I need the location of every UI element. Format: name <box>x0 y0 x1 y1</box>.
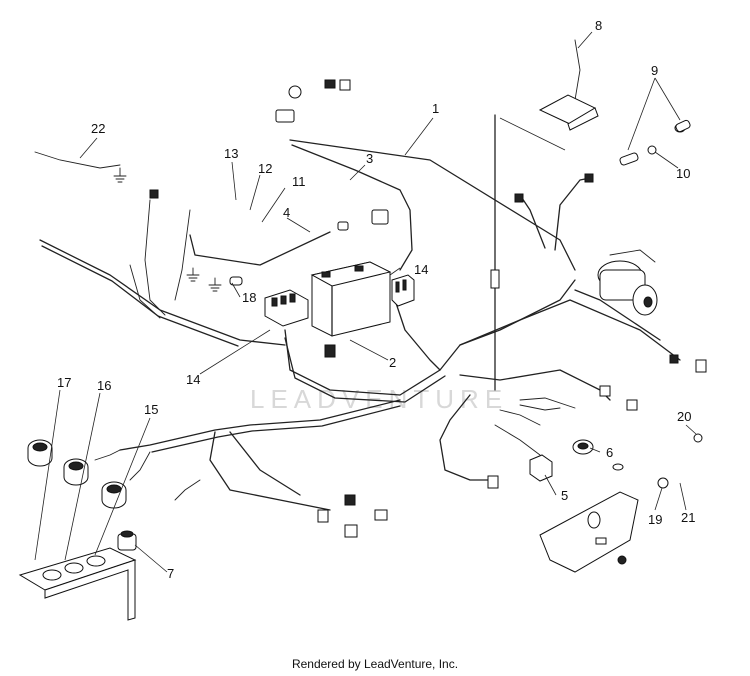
callout-16: 16 <box>97 378 111 393</box>
key-switch <box>117 530 137 551</box>
bulb-socket <box>619 119 691 166</box>
watermark: LEADVENTURE <box>250 384 508 414</box>
solenoid <box>391 274 415 307</box>
ground-symbols <box>113 167 222 292</box>
callout-10: 10 <box>676 166 690 181</box>
fuse-block <box>264 289 309 327</box>
callout-3: 3 <box>366 151 373 166</box>
gauge-oil <box>101 481 127 509</box>
callout-4: 4 <box>283 205 290 220</box>
dash-panel <box>18 547 137 621</box>
callout-labels: 1 2 3 4 5 6 7 8 9 10 11 12 13 14 14 15 1… <box>57 18 695 581</box>
connectors <box>149 79 707 538</box>
battery <box>310 261 392 337</box>
callout-7: 7 <box>167 566 174 581</box>
callout-18: 18 <box>242 290 256 305</box>
callout-9: 9 <box>651 63 658 78</box>
callout-8: 8 <box>595 18 602 33</box>
callout-12: 12 <box>258 161 272 176</box>
callout-1: 1 <box>432 101 439 116</box>
callout-11: 11 <box>292 174 306 189</box>
callout-20: 20 <box>677 409 691 424</box>
main-harness <box>39 139 681 511</box>
callout-17: 17 <box>57 375 71 390</box>
starter-motor <box>597 260 658 316</box>
callout-6: 6 <box>606 445 613 460</box>
callout-2: 2 <box>389 355 396 370</box>
switch-6 <box>572 439 624 471</box>
cable-end <box>490 269 500 289</box>
relay-5 <box>529 454 553 482</box>
callout-15: 15 <box>144 402 158 417</box>
leader-lines <box>34 31 697 573</box>
footer-credit: Rendered by LeadVenture, Inc. <box>291 657 459 671</box>
gauge-voltmeter <box>63 458 89 486</box>
gauge-hourmeter <box>27 439 53 467</box>
callout-19: 19 <box>648 512 662 527</box>
callout-22: 22 <box>91 121 105 136</box>
mounting-plate <box>539 491 639 573</box>
callout-13: 13 <box>224 146 238 161</box>
bracket <box>538 94 599 131</box>
callout-5: 5 <box>561 488 568 503</box>
callout-14-left: 14 <box>186 372 200 387</box>
callout-21: 21 <box>681 510 695 525</box>
callout-14-right: 14 <box>414 262 428 277</box>
